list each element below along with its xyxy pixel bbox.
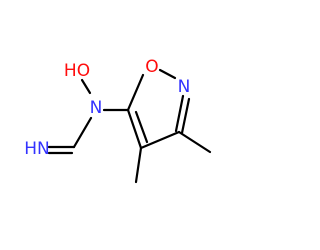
molecule-canvas: HO N HN O N: [24, 57, 212, 184]
bond-n-ch: [72, 116, 93, 149]
bond-n2-c3-1: [174, 94, 185, 133]
bonds: [47, 68, 212, 184]
ring-oxygen-label: O: [145, 57, 158, 77]
bond-c4-c5-1: [126, 108, 143, 150]
bond-c4-methyl: [134, 146, 143, 184]
amine-nitrogen-label: N: [90, 98, 103, 118]
ring-nitrogen-label: N: [178, 77, 191, 97]
bond-c3-c4: [139, 130, 181, 150]
bond-c3-methyl: [177, 130, 212, 154]
bond-c5-o1: [126, 73, 145, 112]
bond-n-oh: [80, 78, 92, 95]
bond-c4-c5-2: [134, 110, 149, 144]
structure-diagram: HO N HN O N: [24, 57, 212, 184]
imine-label: HN: [24, 139, 50, 159]
atom-labels: HO N HN O N: [24, 57, 190, 159]
hydroxyl-label: HO: [64, 61, 90, 81]
bond-n2-c3-2: [180, 97, 191, 135]
bond-o1-n2: [158, 68, 177, 80]
